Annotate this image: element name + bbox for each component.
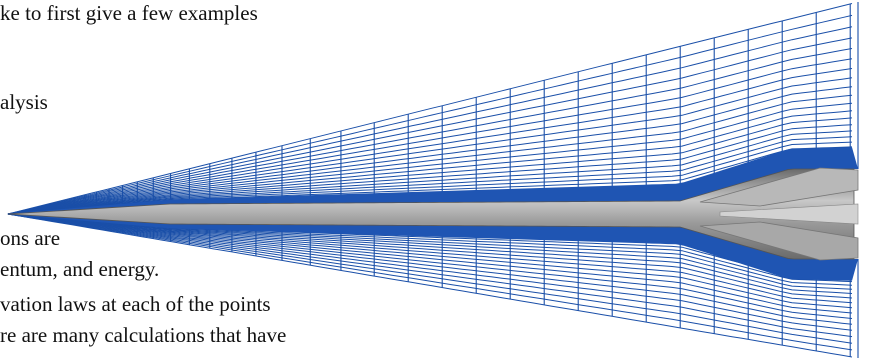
- mesh-line-bottom: [7, 213, 853, 351]
- tail-fin-side: [719, 203, 859, 225]
- mesh-line-bottom: [7, 213, 853, 299]
- mesh-line-bottom: [7, 213, 853, 344]
- mesh-line-bottom: [7, 213, 853, 294]
- text-line-6: re are many calculations that have: [0, 323, 287, 347]
- mesh-line-top: [7, 124, 853, 215]
- mesh-line-bottom: [7, 213, 853, 338]
- mesh-line-bottom: [7, 213, 853, 309]
- mesh-line-top: [7, 48, 853, 215]
- text-line-3: ons are: [0, 226, 61, 250]
- mesh-line-bottom: [7, 213, 853, 314]
- mesh-line-bottom: [7, 213, 853, 286]
- text-line-5: vation laws at each of the points: [0, 292, 271, 316]
- mesh-line-top: [7, 68, 853, 215]
- mesh-line-top: [7, 86, 853, 215]
- mesh-line-top: [7, 58, 853, 215]
- mesh-line-top: [7, 102, 853, 215]
- text-line-4: entum, and energy.: [0, 257, 160, 281]
- mesh-line-top: [7, 77, 853, 215]
- tail-fin-top: [699, 167, 859, 207]
- tail-fin-bottom: [699, 221, 859, 261]
- mesh-line-bottom: [7, 213, 853, 331]
- mesh-line-top: [7, 136, 853, 215]
- mesh-line-top: [7, 37, 853, 215]
- mesh-line-top: [7, 130, 853, 215]
- boundary-layer-band-top: [8, 147, 858, 214]
- mesh-line-bottom: [7, 213, 853, 358]
- mesh-line-bottom: [7, 213, 853, 304]
- mesh-line-bottom: [7, 213, 853, 290]
- mesh-line-top: [7, 26, 853, 215]
- mesh-line-top: [7, 110, 853, 215]
- mesh-line-top: [7, 3, 853, 215]
- text-line-1: ke to first give a few examples: [0, 1, 258, 25]
- mesh-line-bottom: [7, 213, 853, 319]
- boundary-layer-band-bottom: [8, 214, 858, 281]
- mesh-line-top: [7, 94, 853, 215]
- text-line-2: alysis: [0, 90, 48, 114]
- mesh-line-top: [7, 141, 853, 215]
- mesh-line-top: [7, 14, 853, 215]
- mesh-line-bottom: [7, 213, 853, 325]
- mesh-line-top: [7, 117, 853, 215]
